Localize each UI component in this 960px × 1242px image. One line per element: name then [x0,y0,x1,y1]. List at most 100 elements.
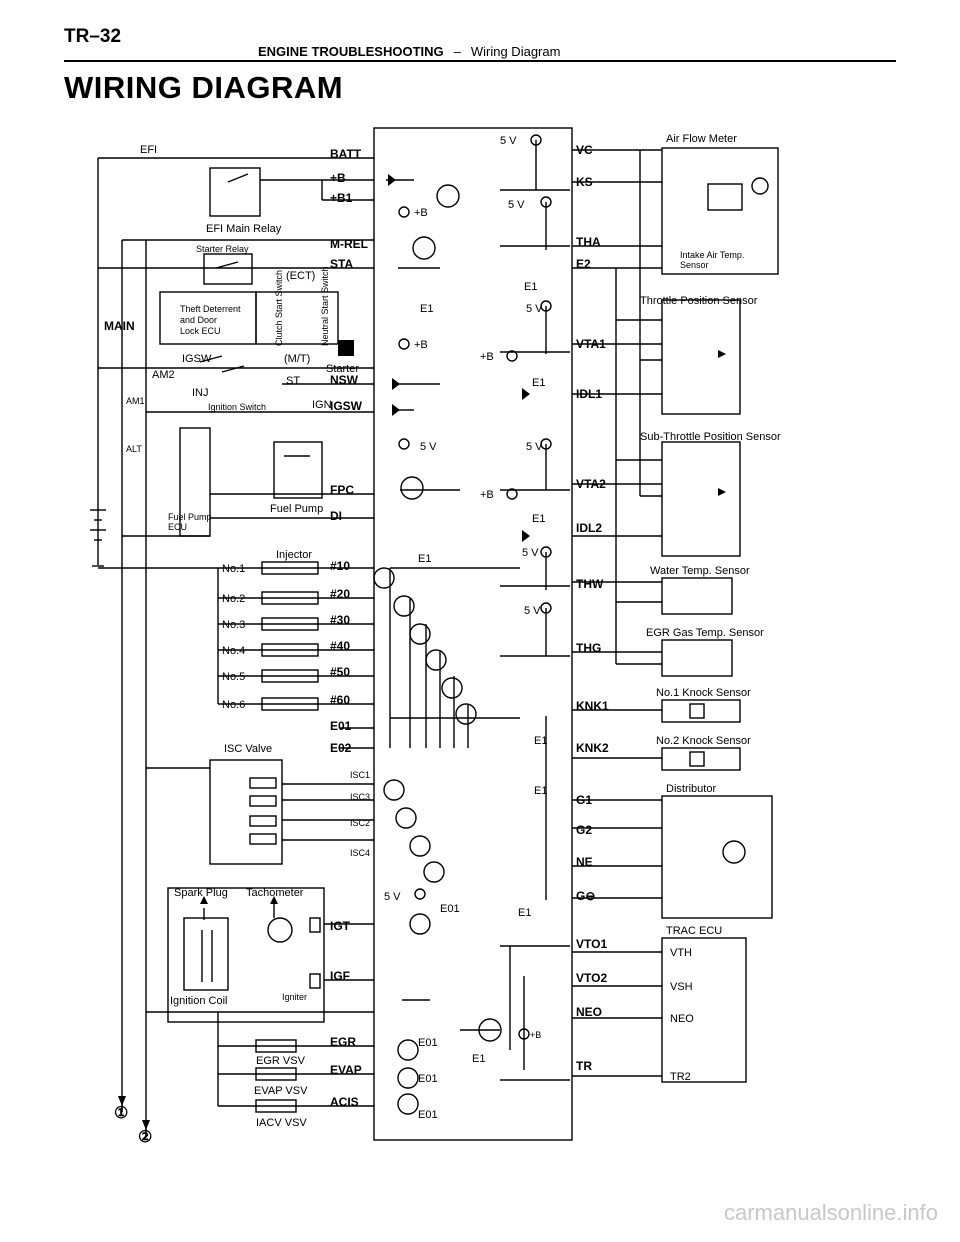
trac-ecu-terminal: VSH [670,981,693,993]
ecu-terminal-right: IDL1 [576,387,602,401]
air-flow-meter-box [661,147,779,275]
ecu-terminal-left: E02 [330,741,352,755]
header-separator: – [453,44,461,59]
egr-gas-temp-sensor-box [661,639,733,677]
e1-label-2: E1 [420,303,433,315]
knock-sensor-1-label: No.1 Knock Sensor [656,687,751,699]
ecu-terminal-left: DI [330,509,342,523]
ecu-terminal-right: E2 [576,257,591,271]
alt-fuse-label: ALT [126,444,142,454]
ecu-terminal-right: THA [576,235,601,249]
watermark: carmanualsonline.info [723,1200,938,1225]
distributor-label: Distributor [666,783,716,795]
injector-number-label: No.2 [222,593,245,605]
ecu-terminal-left: #20 [330,587,350,601]
ecu-terminal-right: NE [576,855,593,869]
e1-label-9: E1 [472,1053,485,1065]
ecu-terminal-right: VC [576,143,593,157]
egr-gas-temp-sensor-label: EGR Gas Temp. Sensor [646,627,764,639]
header-rule [64,60,896,62]
ecu-terminal-left: EVAP [330,1063,362,1077]
e01-label-1: E01 [440,903,460,915]
igniter-box [167,887,325,1023]
ecu-terminal-right: THG [576,641,601,655]
ecu-terminal-right: IDL2 [576,521,602,535]
e01-label-4: E01 [418,1109,438,1121]
ect-label: (ECT) [286,270,315,282]
e01-label-2: E01 [418,1037,438,1049]
st-label: ST [286,375,300,387]
running-header: ENGINE TROUBLESHOOTING–Wiring Diagram [258,44,560,59]
efi-main-relay-label: EFI Main Relay [206,223,282,235]
ignition-coil-box [183,917,229,991]
fuel-pump-label: Fuel Pump [270,503,323,515]
igsw-fuse-label: IGSW [182,353,212,365]
ecu-terminal-left: EGR [330,1035,356,1049]
evap-vsv-label: EVAP VSV [254,1085,308,1097]
ecu-terminal-right: TR [576,1059,592,1073]
ecu-terminal-left: NSW [330,373,359,387]
plus-b-label-5: +B [530,1030,541,1040]
theft-label-2: and Door [180,315,217,325]
plus-b-label-4: +B [480,489,494,501]
five-v-label-2: 5 V [508,199,525,211]
ecu-terminal-right: VTO1 [576,937,607,951]
starter-motor-icon [338,340,354,356]
fuel-pump-box [273,441,323,499]
starter-relay-label: Starter Relay [196,244,249,254]
ecu-terminal-left: IGF [330,969,350,983]
ecu-terminal-left: #60 [330,693,350,707]
tachometer-label: Tachometer [246,887,304,899]
egr-vsv-label: EGR VSV [256,1055,306,1067]
ecu-terminal-left: #30 [330,613,350,627]
am1-fuse-label: AM1 [126,396,145,406]
ecu-terminal-left: ISC3 [350,792,370,802]
ecu-terminal-left: IGT [330,919,351,933]
ecu-terminal-left: #50 [330,665,350,679]
ignition-coil-label: Ignition Coil [170,995,227,1007]
ecu-terminal-right: NEO [576,1005,602,1019]
trac-ecu-terminal: VTH [670,947,692,959]
isc-valve-label: ISC Valve [224,743,272,755]
fuel-pump-ecu-label-1: Fuel Pump [168,512,212,522]
trac-ecu-box [661,937,747,1083]
five-v-label-8: 5 V [384,891,401,903]
throttle-sensor-label: Throttle Position Sensor [640,295,758,307]
plus-b-label-1: +B [414,207,428,219]
ignition-switch-label: Ignition Switch [208,402,266,412]
five-v-label-6: 5 V [524,605,541,617]
e1-label-4: E1 [532,513,545,525]
injector-number-label: No.4 [222,645,245,657]
ign-fuse-label: IGN [312,399,332,411]
e1-label-5: E1 [418,553,431,565]
ecu-terminal-right: KNK2 [576,741,609,755]
spark-plug-label: Spark Plug [174,887,228,899]
ecu-terminal-right: G1 [576,793,592,807]
ecu-terminal-left: ISC2 [350,818,370,828]
am2-fuse-label: AM2 [152,369,175,381]
iacv-vsv-label: IACV VSV [256,1117,307,1129]
injector-number-label: No.6 [222,699,245,711]
water-temp-sensor-box [661,577,733,615]
intake-air-temp-label-1: Intake Air Temp. [680,250,744,260]
mt-label: (M/T) [284,353,310,365]
igniter-label: Igniter [282,992,307,1002]
ecu-terminal-left: ACIS [330,1095,359,1109]
knock-sensor-2-box [661,747,741,771]
water-temp-sensor-label: Water Temp. Sensor [650,565,750,577]
five-v-label-7: 5 V [420,441,437,453]
ecu-terminal-left: +B [330,171,346,185]
sub-throttle-sensor-box [661,441,741,557]
starter-label: Starter [326,363,359,375]
ecu-terminal-left: BATT [330,147,362,161]
ecu-terminal-left: E01 [330,719,352,733]
trac-ecu-label: TRAC ECU [666,925,722,937]
e1-label-7: E1 [534,785,547,797]
ecu-terminal-right: VTA1 [576,337,606,351]
intake-air-temp-label-2: Sensor [680,260,709,270]
plus-b-label-3: +B [480,351,494,363]
connector-2-label: ② [138,1129,152,1146]
page-number: TR–32 [64,26,122,47]
knock-sensor-2-label: No.2 Knock Sensor [656,735,751,747]
